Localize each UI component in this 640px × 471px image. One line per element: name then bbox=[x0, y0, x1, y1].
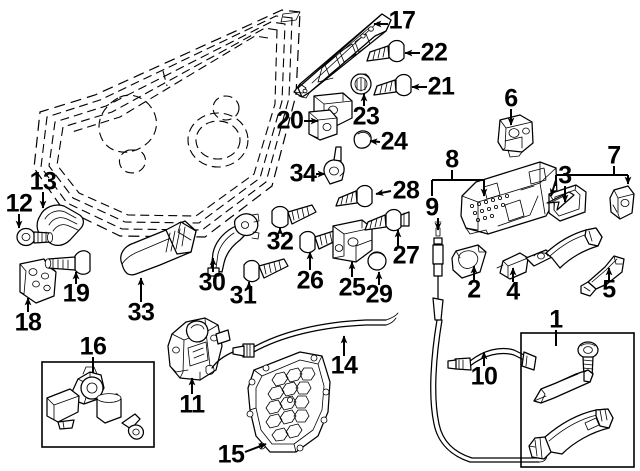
part-8-handle-carrier bbox=[460, 161, 558, 235]
callout-label-31: 31 bbox=[229, 281, 257, 310]
part-27-hex-bolt bbox=[364, 208, 410, 232]
callout-label-14: 14 bbox=[330, 351, 358, 380]
part-14-inner-release-cable bbox=[205, 312, 399, 375]
part-17-window-guide-rail bbox=[293, 13, 392, 99]
callout-label-28: 28 bbox=[392, 176, 420, 205]
part-28-hex-bolt bbox=[335, 184, 373, 208]
callout-label-21: 21 bbox=[427, 72, 455, 101]
callout-label-2: 2 bbox=[467, 275, 481, 304]
part-11-door-latch-actuator bbox=[167, 317, 231, 381]
part-3-lock-cylinder-bezel bbox=[548, 184, 587, 222]
callout-label-19: 19 bbox=[62, 279, 90, 308]
part-30-door-check-strap bbox=[207, 213, 260, 277]
part-15-water-shield-panel bbox=[246, 351, 331, 453]
callout-label-17: 17 bbox=[388, 6, 416, 35]
callout-label-30: 30 bbox=[198, 268, 226, 297]
part-33-inner-door-handle bbox=[120, 220, 197, 276]
part-22-hex-flange-bolt bbox=[366, 39, 405, 63]
callout-label-11: 11 bbox=[179, 390, 205, 419]
part-21-hex-flange-bolt bbox=[373, 73, 412, 97]
part-12-flange-bolt bbox=[16, 227, 54, 247]
outside-door-handle-kit bbox=[528, 408, 614, 460]
part-25-latch-support-bracket bbox=[332, 219, 373, 263]
handle-pull-lever bbox=[533, 369, 594, 404]
callout-label-29: 29 bbox=[365, 280, 393, 309]
callout-label-18: 18 bbox=[14, 308, 42, 337]
callout-label-10: 10 bbox=[470, 362, 498, 391]
callout-label-23: 23 bbox=[352, 102, 380, 131]
callout-label-22: 22 bbox=[420, 38, 448, 67]
part-34-pin-clip bbox=[323, 146, 345, 185]
callout-label-27: 27 bbox=[392, 241, 420, 270]
part-4-handle-lever-bracket bbox=[496, 249, 555, 280]
part-2-handle-cover-cap bbox=[451, 244, 487, 279]
motor-cap bbox=[96, 393, 122, 424]
inset-box-1 bbox=[520, 332, 635, 468]
callout-label-16: 16 bbox=[79, 332, 107, 361]
window-regulator-motor bbox=[46, 366, 105, 430]
callout-label-13: 13 bbox=[29, 167, 57, 196]
part-10-short-link-cable bbox=[447, 347, 537, 371]
part-24-grommet-plug-small bbox=[353, 130, 372, 149]
part-31-tapping-screw bbox=[243, 258, 289, 283]
callout-label-25: 25 bbox=[338, 273, 366, 302]
callout-label-33: 33 bbox=[127, 298, 155, 327]
part-23-grommet-plug-large bbox=[350, 73, 372, 95]
part-32-hex-bolt bbox=[271, 204, 317, 229]
part-19-shoulder-bolt bbox=[44, 250, 91, 275]
part-7-handle-end-bracket bbox=[609, 185, 635, 220]
callout-label-32: 32 bbox=[266, 227, 294, 256]
part-20-guide-bracket bbox=[308, 92, 353, 141]
callout-label-1: 1 bbox=[549, 305, 563, 334]
callout-label-6: 6 bbox=[504, 84, 518, 113]
leader-lines bbox=[15, 20, 632, 453]
motor-bolt bbox=[121, 413, 144, 440]
callout-label-12: 12 bbox=[5, 189, 33, 218]
inset-box-16 bbox=[41, 361, 155, 448]
outside-door-handle-main bbox=[545, 227, 603, 269]
callout-label-20: 20 bbox=[276, 106, 304, 135]
callout-label-24: 24 bbox=[380, 127, 408, 156]
callout-label-5: 5 bbox=[602, 275, 616, 304]
callout-label-15: 15 bbox=[217, 440, 245, 469]
callout-label-7: 7 bbox=[607, 141, 621, 170]
callout-label-4: 4 bbox=[506, 277, 520, 306]
door-panel-outline bbox=[33, 9, 301, 238]
callout-label-9: 9 bbox=[425, 193, 439, 222]
callout-label-3: 3 bbox=[558, 161, 572, 190]
part-29-bumper-stop bbox=[367, 251, 387, 271]
part-6-lock-cylinder-housing bbox=[497, 114, 534, 158]
callout-label-26: 26 bbox=[296, 266, 324, 295]
callout-label-34: 34 bbox=[289, 159, 317, 188]
callout-label-8: 8 bbox=[445, 145, 459, 174]
